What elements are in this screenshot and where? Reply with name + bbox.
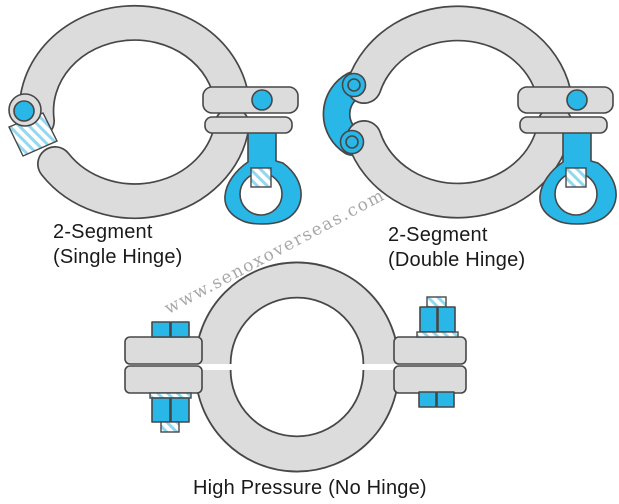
lower-hinge-pin [339, 129, 365, 155]
right-lower-lug [393, 365, 467, 394]
caption-double-hinge-line2: (Double Hinge) [388, 249, 526, 271]
caption-double-hinge-line1: 2-Segment [388, 224, 488, 246]
left-lower-lug [124, 365, 203, 394]
caption-high-pressure: High Pressure (No Hinge) [193, 477, 427, 499]
clamp-double-hinge [322, 5, 617, 225]
bolt-end-hatch [250, 167, 272, 188]
clamp-single-hinge [8, 4, 302, 225]
upper-lug [202, 86, 299, 114]
left-top-bolt [151, 321, 190, 338]
right-upper-lug [393, 336, 467, 365]
lower-lug [204, 116, 293, 134]
clamp-high-pressure [124, 261, 467, 473]
left-bottom-bolt [149, 392, 192, 433]
clamp-ring-band [18, 4, 250, 220]
caption-double-hinge: 2-Segment (Double Hinge) [388, 223, 525, 273]
caption-single-hinge-line1: 2-Segment [53, 221, 153, 243]
upper-lug [517, 86, 614, 114]
caption-single-hinge-line2: (Single Hinge) [53, 246, 183, 268]
upper-hinge-pin [341, 72, 367, 98]
left-upper-lug [124, 336, 203, 365]
bolt-pivot-pin [566, 89, 588, 111]
caption-single-hinge: 2-Segment (Single Hinge) [53, 220, 183, 270]
clamp-ring-band [194, 261, 400, 473]
hinge-pin [13, 100, 35, 122]
right-bottom-bolt [418, 391, 455, 408]
right-top-bolt [416, 296, 459, 338]
bolt-pivot-pin [251, 89, 273, 111]
bolt-end-hatch [565, 167, 587, 188]
lower-lug [519, 116, 608, 134]
clamp-ring-band [346, 5, 573, 219]
